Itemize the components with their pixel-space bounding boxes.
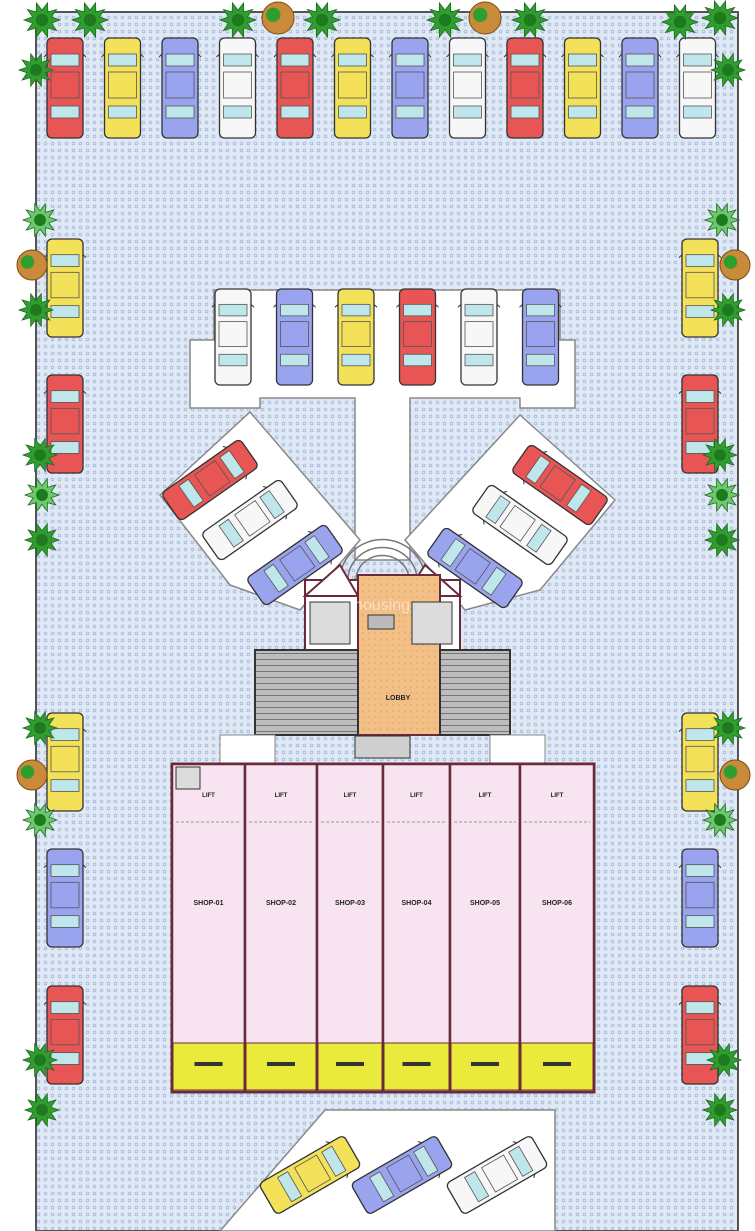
tree-left-9 [21,1042,59,1078]
core-block: LOBBY housing [254,563,511,759]
car-upper-cluster-6 [519,288,562,386]
shop-lift-label: LIFT [275,793,288,799]
tree-left-3 [17,292,55,328]
car-right-diagonal-1 [512,444,608,526]
entrance-porch [339,538,426,581]
shop-unit: LIFT SHOP-05 [448,762,522,1094]
tree-right-10 [701,1092,739,1128]
car-top-row-2 [101,37,144,139]
car-left-diagonal-3 [247,524,343,606]
car-upper-cluster-3 [334,288,378,386]
car-top-row-5 [273,37,317,139]
shop-name-label: SHOP-04 [402,900,432,907]
shop-unit: LIFT SHOP-03 [315,762,385,1094]
car-bottom-2 [351,1136,453,1214]
shop-name-label: SHOP-06 [542,900,572,907]
shop-name-label: SHOP-01 [194,900,224,907]
tree-right-5 [703,477,741,513]
tree-left-10 [23,1092,61,1128]
lobby-label: LOBBY [386,695,411,702]
car-left-side-1 [43,238,87,338]
car-top-row-7 [388,37,432,139]
tree-top-4 [302,1,342,39]
tree-right-3 [709,292,747,328]
right-stair-block [439,649,511,736]
shop-lift-label: LIFT [344,793,357,799]
car-right-side-1 [678,238,722,338]
car-right-side-4 [678,848,722,948]
tree-left-6 [23,522,61,558]
tree-left-5 [23,477,61,513]
shop-unit: LIFT SHOP-06 [518,762,596,1094]
tree-top-8 [700,0,740,37]
shop-lift-label: LIFT [551,793,564,799]
tree-left-7 [21,710,59,746]
shop-name-label: SHOP-05 [470,900,500,907]
tree-left-1 [17,52,55,88]
car-bottom-3 [446,1136,548,1214]
shop-unit: LIFT SHOP-01 [170,762,247,1094]
shrub-top-2 [468,1,502,35]
tree-right-9 [705,1042,743,1078]
shop-lift-label: LIFT [202,793,215,799]
tree-right-2 [703,202,741,238]
shrub-right-1 [719,249,751,281]
tree-right-1 [709,52,747,88]
car-top-row-1 [43,37,87,139]
shop-name-label: SHOP-02 [266,900,296,907]
tree-right-8 [701,802,739,838]
car-top-row-4 [216,37,259,139]
shrub-top-1 [261,1,295,35]
shop-name-label: SHOP-03 [335,900,365,907]
tree-top-6 [510,1,550,39]
car-right-side-5 [678,985,722,1085]
car-top-row-10 [561,37,604,139]
tree-top-1 [22,1,62,39]
tree-left-4 [21,437,59,473]
car-top-row-3 [158,37,202,139]
car-top-row-8 [446,37,489,139]
car-left-diagonal-2 [202,479,298,561]
tree-top-2 [70,1,110,39]
watermark-text: housing [354,597,410,614]
shrub-right-2 [719,759,751,791]
car-left-side-2 [43,374,87,474]
landscape-trees [16,0,751,1128]
car-left-side-3 [43,712,87,812]
shrub-left-1 [16,249,48,281]
car-right-diagonal-3 [427,527,523,609]
car-upper-cluster-2 [273,288,316,386]
car-left-side-4 [43,848,87,948]
shop-row: LIFT SHOP-01 LIFT SHOP-02 LIFT SHOP-03 LIFT SHO… [170,762,596,1094]
car-top-row-6 [331,37,374,139]
tree-top-3 [218,1,258,39]
tree-right-7 [709,710,747,746]
tree-right-6 [703,522,741,558]
parking-cars [43,37,722,1214]
tree-top-7 [660,3,700,41]
tree-top-5 [425,1,465,39]
shop-lift-label: LIFT [410,793,423,799]
car-top-row-9 [503,37,547,139]
car-left-diagonal-1 [162,439,258,521]
car-top-row-11 [618,37,662,139]
car-upper-cluster-4 [396,288,439,386]
shop-unit: LIFT SHOP-04 [381,762,452,1094]
tree-left-2 [21,202,59,238]
car-bottom-1 [259,1136,361,1214]
tree-right-4 [701,437,739,473]
left-stair-block [254,649,359,736]
tree-left-8 [21,802,59,838]
car-top-row-12 [676,37,719,139]
car-upper-cluster-1 [211,288,255,386]
shop-lift-label: LIFT [479,793,492,799]
shop-unit: LIFT SHOP-02 [243,762,319,1094]
shrub-left-2 [16,759,48,791]
car-right-side-3 [678,712,722,812]
car-right-diagonal-2 [472,484,568,566]
car-upper-cluster-5 [457,288,501,386]
